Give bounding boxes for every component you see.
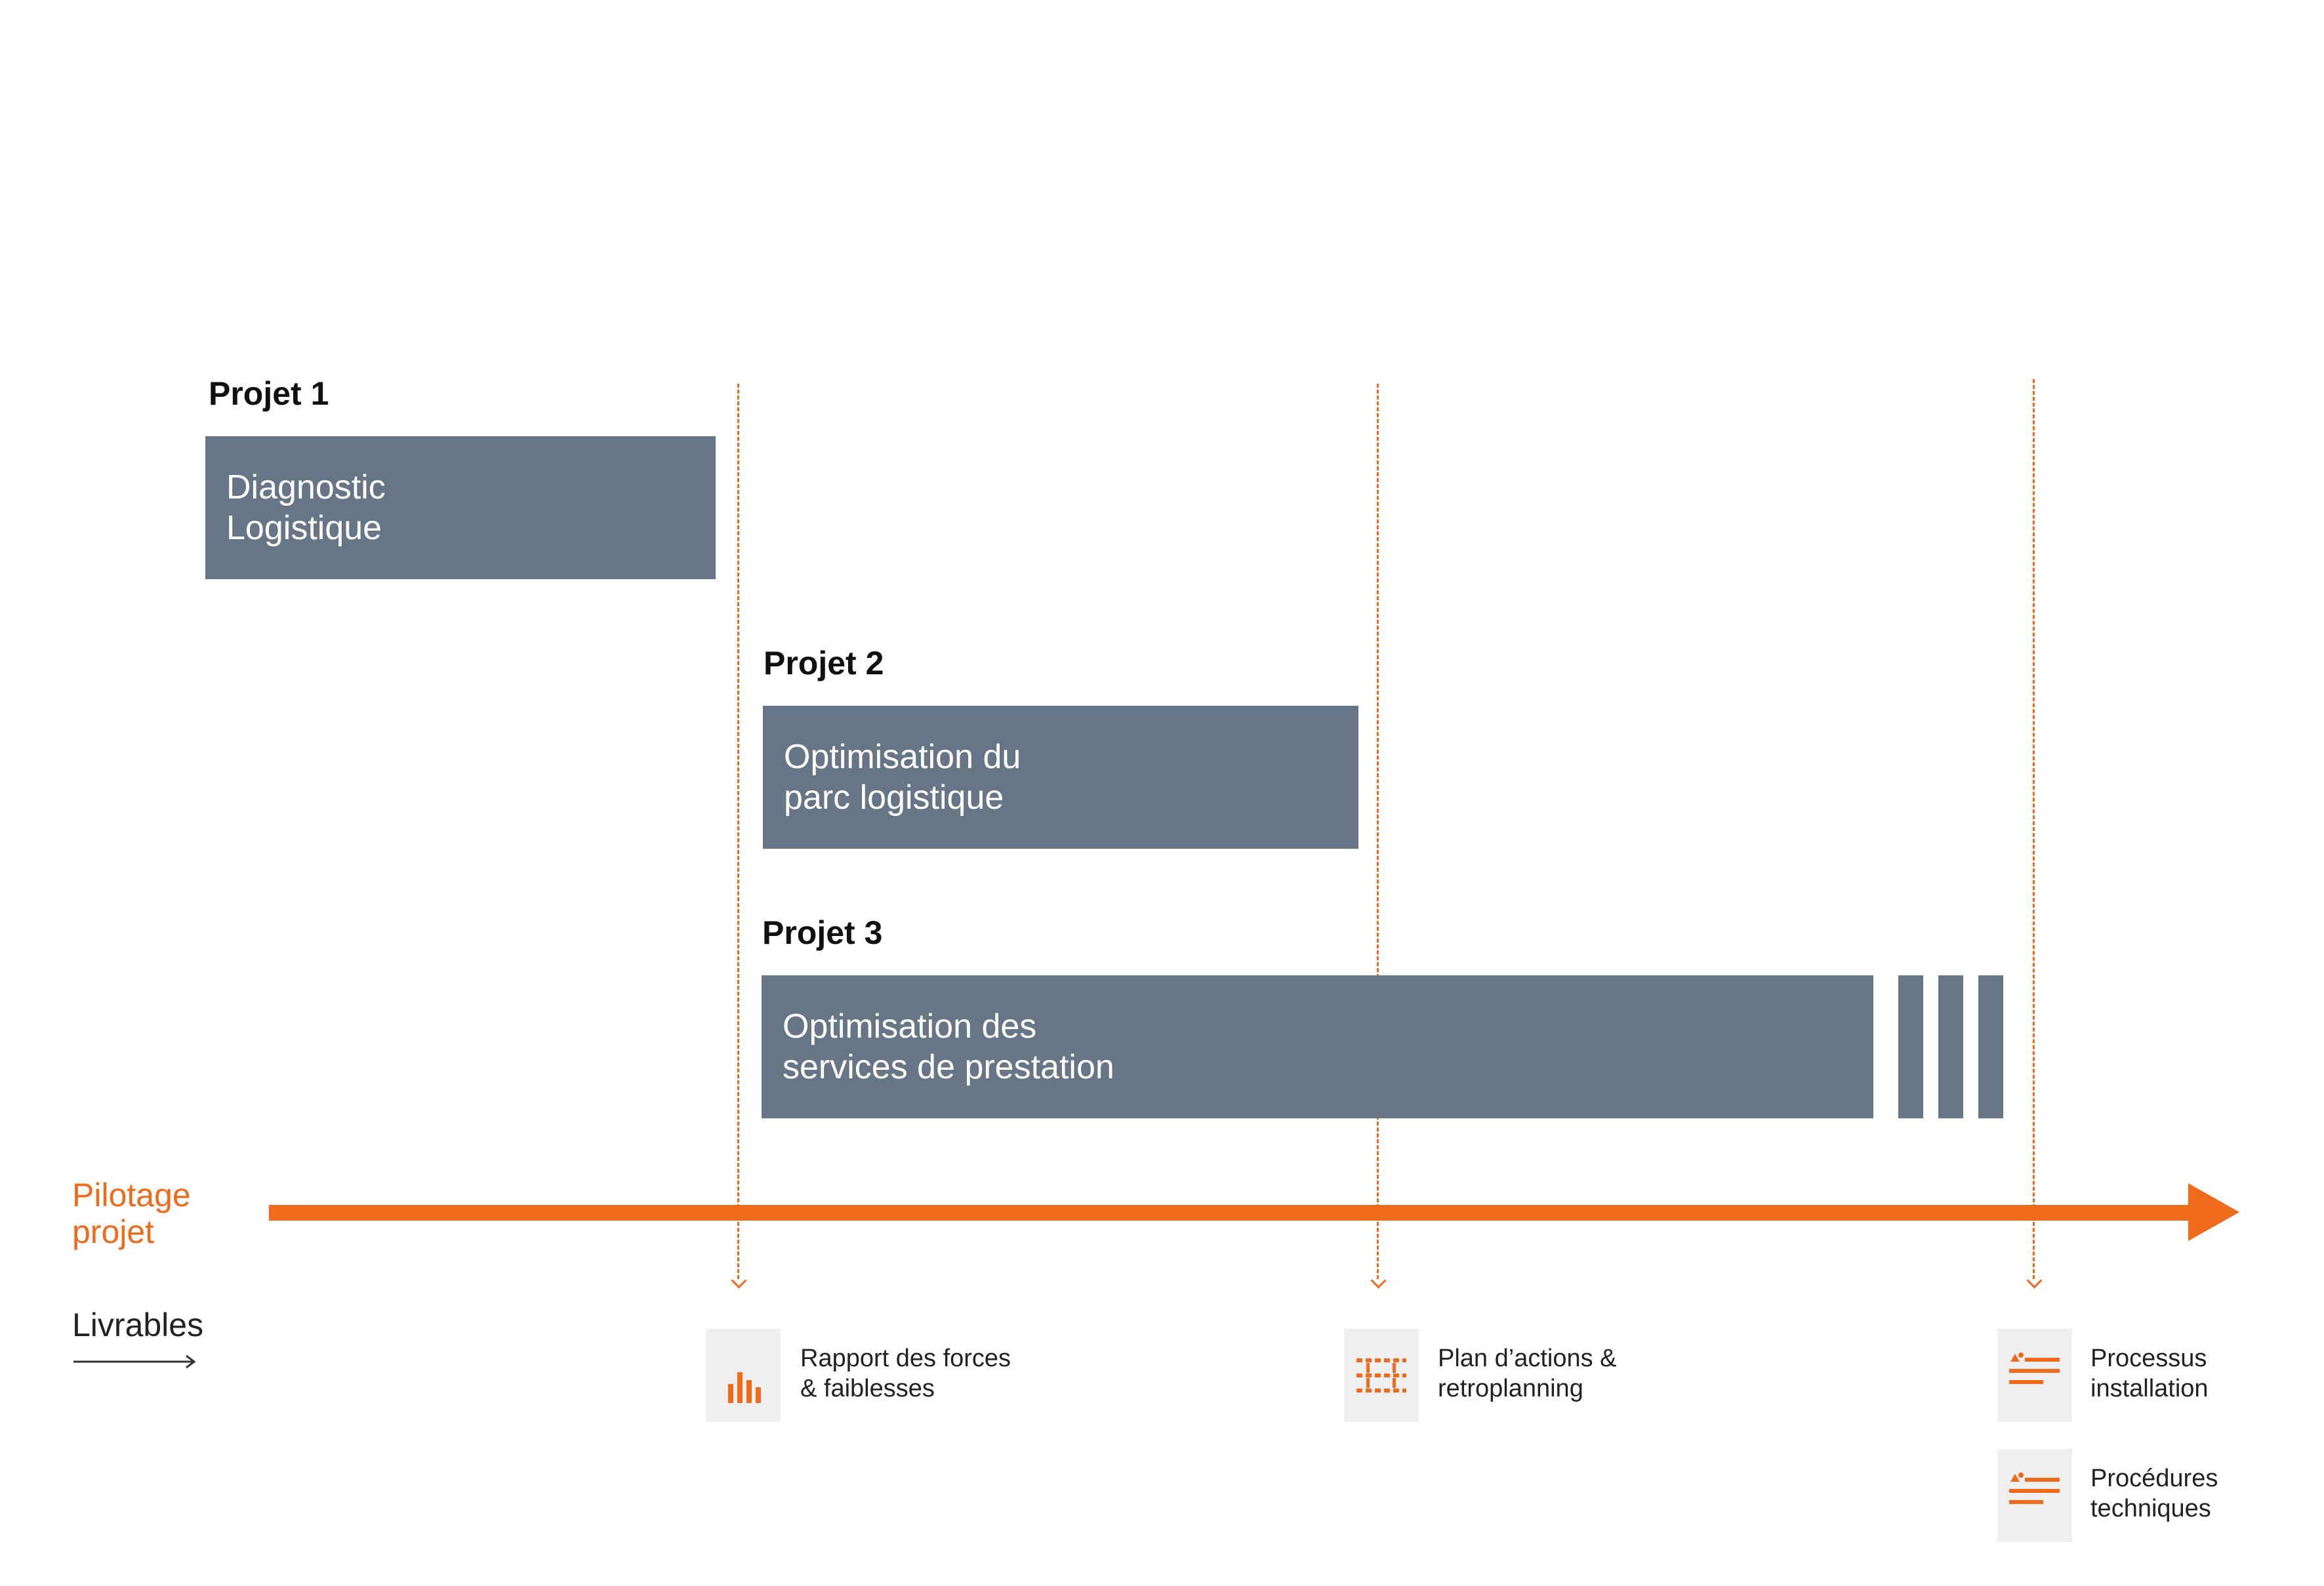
- pilotage-label-line-1: Pilotage: [72, 1177, 191, 1213]
- deliverable-2-line-1: Plan d’actions &: [1438, 1345, 1617, 1372]
- deliverable-4-line-1: Procédures: [2090, 1465, 2218, 1492]
- project-3-continuation-stripe: [1938, 975, 1963, 1118]
- project-3-continuation-stripe: [1978, 975, 2003, 1118]
- deliverable-3-icon-box: [1997, 1329, 2072, 1422]
- livrables-label: Livrables: [72, 1307, 204, 1343]
- deliverable-2-line-2: retroplanning: [1438, 1375, 1583, 1402]
- deliverable-1-icon-box: [706, 1329, 781, 1422]
- deliverable-2-icon-box: [1344, 1329, 1419, 1422]
- deliverable-1-line-2: & faiblesses: [800, 1375, 935, 1402]
- deliverable-2-text: Plan d’actions & retroplanning: [1438, 1343, 1617, 1404]
- project-3-title: Projet 3: [762, 914, 883, 951]
- pilotage-label-line-2: projet: [72, 1213, 155, 1250]
- deliverable-4-line-2: techniques: [2090, 1495, 2211, 1522]
- project-2-label-line-2: parc logistique: [784, 779, 1004, 817]
- chevron-down-icon: [731, 1272, 747, 1289]
- project-3-bar: Optimisation des services de prestation: [762, 975, 1873, 1118]
- pilotage-arrow: [269, 1183, 2239, 1241]
- chevron-down-icon: [1370, 1272, 1387, 1289]
- project-1-label-line-2: Logistique: [226, 509, 382, 547]
- bar-chart-icon: [728, 1372, 761, 1403]
- deliverable-1-line-1: Rapport des forces: [800, 1345, 1011, 1372]
- project-2-label-line-1: Optimisation du: [784, 738, 1021, 776]
- project-1-bar: Diagnostic Logistique: [205, 436, 716, 579]
- milestone-line-3: [2033, 379, 2035, 1279]
- document-lines-icon: [2009, 1352, 2060, 1384]
- document-lines-icon: [2009, 1473, 2060, 1504]
- chevron-down-icon: [2026, 1272, 2043, 1289]
- project-3-continuation-stripe: [1898, 975, 1923, 1118]
- gantt-plan-icon: [1356, 1358, 1406, 1393]
- deliverable-4-text: Procédures techniques: [2090, 1463, 2218, 1524]
- project-2-bar: Optimisation du parc logistique: [763, 706, 1358, 849]
- project-1-label-line-1: Diagnostic: [226, 468, 386, 506]
- project-1-title: Projet 1: [209, 375, 329, 412]
- pilotage-label: Pilotage projet: [72, 1177, 191, 1250]
- project-3-label-line-2: services de prestation: [783, 1048, 1114, 1086]
- deliverable-3-text: Processus installation: [2090, 1343, 2209, 1404]
- milestone-line-1: [737, 384, 739, 1279]
- project-3-label-line-1: Optimisation des: [783, 1007, 1037, 1046]
- livrables-arrow-icon: [73, 1354, 196, 1369]
- project-2-title: Projet 2: [764, 645, 884, 681]
- deliverable-1-text: Rapport des forces & faiblesses: [800, 1343, 1011, 1404]
- deliverable-3-line-1: Processus: [2090, 1345, 2207, 1372]
- deliverable-3-line-2: installation: [2090, 1375, 2209, 1402]
- deliverable-4-icon-box: [1997, 1449, 2072, 1542]
- milestone-line-2: [1377, 384, 1379, 1279]
